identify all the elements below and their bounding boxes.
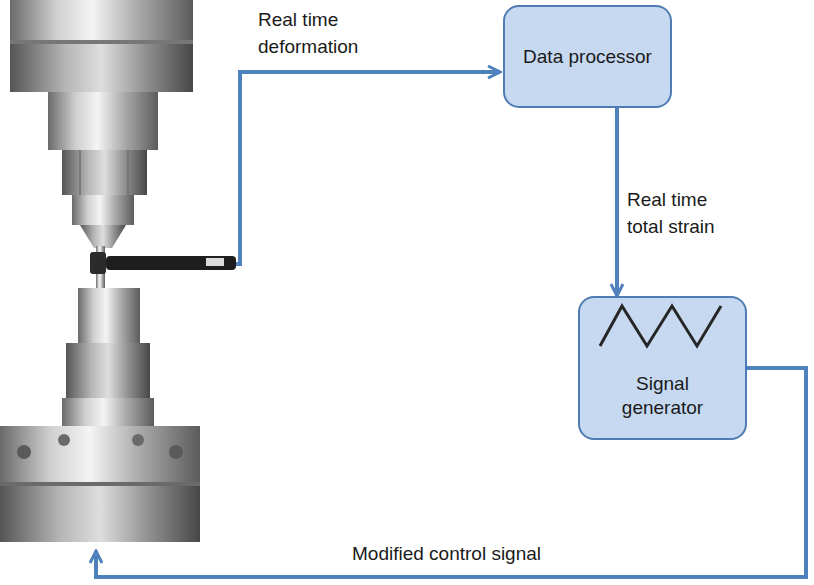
signal-wire <box>96 368 806 577</box>
signal-label: Real time deformation <box>258 6 376 60</box>
process-box: Signal generator <box>578 296 747 440</box>
flow-arrow <box>615 108 619 296</box>
process-box: Data processor <box>503 5 672 108</box>
box-label: Data processor <box>523 45 652 69</box>
upper-adapter <box>48 92 158 248</box>
signal-label: Modified control signal <box>352 540 541 567</box>
lower-grip <box>62 288 154 426</box>
signal-wire <box>236 72 500 264</box>
edge-label: Real time total strain <box>627 186 739 240</box>
extensometer <box>90 252 236 274</box>
upper-crosshead <box>10 0 193 92</box>
base-flange <box>0 426 200 542</box>
box-label: Signal generator <box>608 372 718 420</box>
